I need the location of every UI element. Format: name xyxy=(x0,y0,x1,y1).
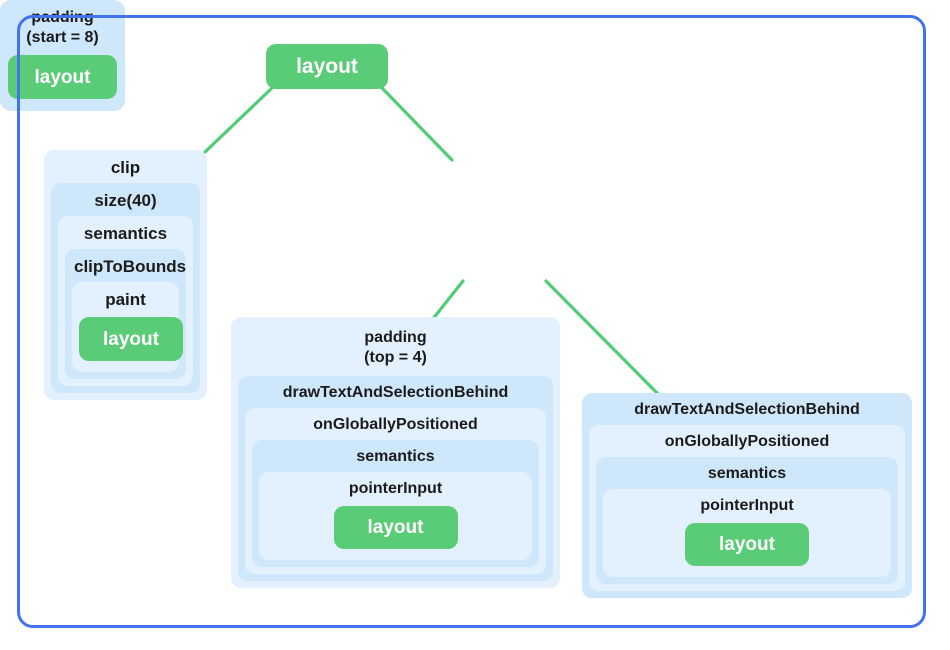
node-root-layout[interactable]: layout xyxy=(266,44,388,89)
node-pointer-input-mid[interactable]: pointerInput layout xyxy=(259,471,532,560)
node-on-globally-positioned-right-label: onGloballyPositioned xyxy=(664,432,830,450)
node-draw-text-and-selection-behind-right-label: drawTextAndSelectionBehind xyxy=(634,401,860,418)
node-draw-text-and-selection-behind-right[interactable]: drawTextAndSelectionBehind onGloballyPos… xyxy=(582,393,912,598)
node-clip-stack[interactable]: clip size(40) semantics clipToBounds pai… xyxy=(44,150,207,401)
node-pointer-input-right[interactable]: pointerInput layout xyxy=(603,488,891,577)
node-clip[interactable]: clip size(40) semantics clipToBounds pai… xyxy=(44,150,207,401)
node-right-stack[interactable]: drawTextAndSelectionBehind onGloballyPos… xyxy=(582,393,912,598)
node-padding-start[interactable]: padding (start = 8) layout xyxy=(0,0,125,112)
node-paint[interactable]: paint layout xyxy=(72,282,183,373)
node-clip-stack-layout-leaf[interactable]: layout xyxy=(79,317,183,362)
node-semantics[interactable]: semantics clipToBounds paint layout xyxy=(58,216,193,387)
node-on-globally-positioned-mid-label: onGloballyPositioned xyxy=(313,415,478,433)
node-right-stack-layout-leaf[interactable]: layout xyxy=(685,522,809,566)
node-pointer-input-right-label: pointerInput xyxy=(700,496,794,514)
node-semantics-mid-label: semantics xyxy=(356,447,435,465)
node-root-layout-label: layout xyxy=(296,54,358,78)
node-padding-top-stack[interactable]: padding (top = 4) drawTextAndSelectionBe… xyxy=(231,317,560,588)
node-clip-to-bounds-label: clipToBounds xyxy=(74,257,187,277)
node-padding-start-layout-label: layout xyxy=(34,66,91,88)
node-size-40-label: size(40) xyxy=(94,191,157,211)
node-paint-label: paint xyxy=(105,290,146,310)
node-semantics-mid[interactable]: semantics pointerInput layout xyxy=(252,439,539,567)
diagram-frame-border xyxy=(17,15,926,628)
node-on-globally-positioned-mid[interactable]: onGloballyPositioned semantics pointerIn… xyxy=(245,407,546,574)
node-padding-start-layout-leaf[interactable]: layout xyxy=(8,55,117,100)
node-padding-top[interactable]: padding (top = 4) drawTextAndSelectionBe… xyxy=(231,317,560,588)
node-semantics-right[interactable]: semantics pointerInput layout xyxy=(596,456,898,584)
node-clip-to-bounds[interactable]: clipToBounds paint layout xyxy=(65,249,187,380)
node-semantics-label: semantics xyxy=(83,224,168,244)
node-padding-top-label: padding (top = 4) xyxy=(364,329,427,366)
node-on-globally-positioned-right[interactable]: onGloballyPositioned semantics pointerIn… xyxy=(589,424,905,591)
node-right-stack-layout-label: layout xyxy=(719,533,775,555)
node-clip-label: clip xyxy=(110,158,141,177)
node-draw-text-and-selection-behind-mid-label: drawTextAndSelectionBehind xyxy=(282,384,509,401)
node-padding-top-layout-label: layout xyxy=(367,516,424,538)
node-draw-text-and-selection-behind-mid[interactable]: drawTextAndSelectionBehind onGloballyPos… xyxy=(238,376,553,581)
node-padding-top-layout-leaf[interactable]: layout xyxy=(333,505,458,549)
node-clip-stack-layout-label: layout xyxy=(103,328,159,350)
node-size-40[interactable]: size(40) semantics clipToBounds paint la… xyxy=(51,183,200,394)
node-semantics-right-label: semantics xyxy=(707,464,787,482)
node-pointer-input-mid-label: pointerInput xyxy=(348,479,443,497)
